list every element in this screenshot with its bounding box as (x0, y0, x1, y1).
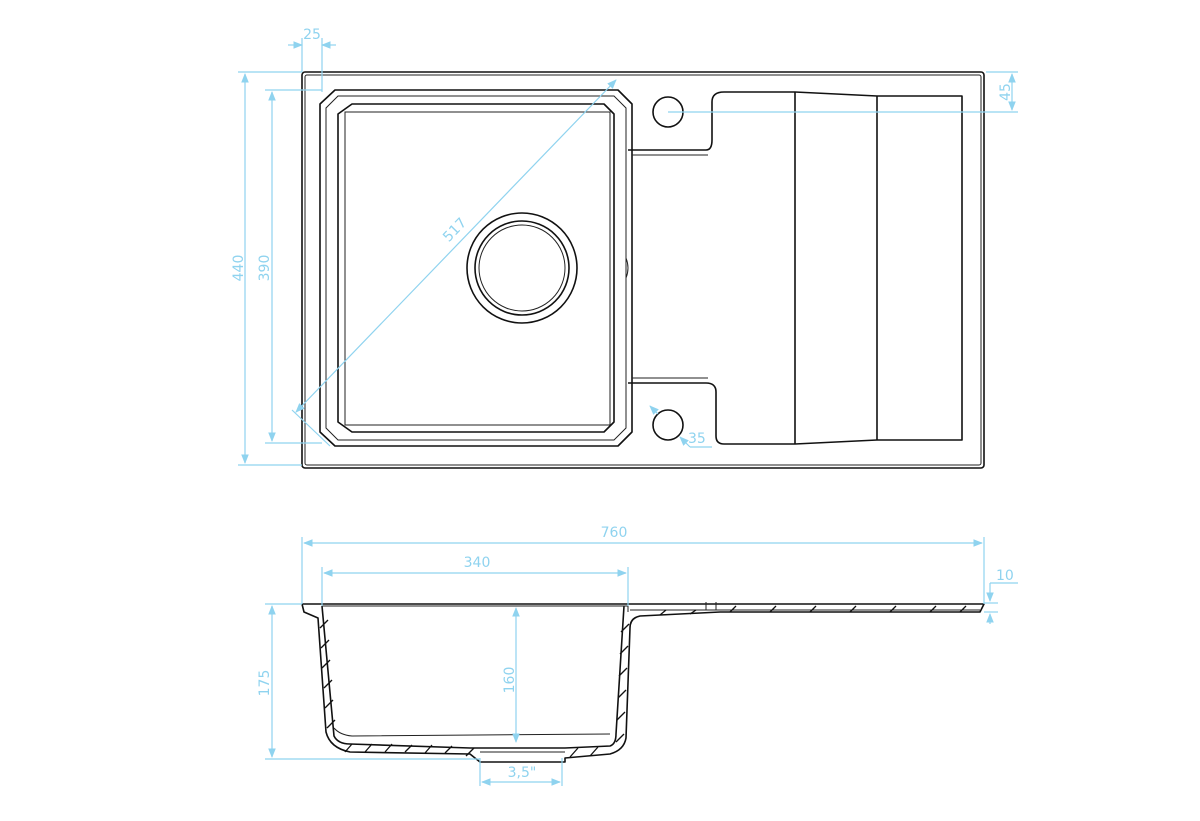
top-view-dimensions: 25 440 390 517 45 35 (231, 27, 1018, 466)
drainboard (628, 91, 963, 445)
dim-total-height: 175 (257, 670, 273, 697)
top-view (301, 71, 985, 469)
dim-flange: 25 (303, 27, 321, 43)
drain-circle (466, 212, 578, 324)
dim-bowl-depth: 390 (257, 255, 273, 282)
section-hatching (319, 605, 967, 758)
side-view-dimensions: 760 340 10 175 160 3,5" (257, 525, 1018, 786)
sink-outline-top (301, 71, 985, 469)
sink-section-outline (301, 603, 985, 763)
dim-drain: 3,5" (508, 765, 537, 781)
tap-hole-bottom (652, 409, 684, 441)
bowl-outer-edge (319, 89, 633, 447)
dim-total-width: 760 (601, 525, 628, 541)
dim-thickness: 10 (996, 568, 1014, 584)
dim-bowl-height: 160 (502, 667, 518, 694)
dim-diagonal: 517 (440, 215, 470, 245)
dim-tap-hole-diameter: 35 (688, 431, 706, 447)
dim-tap-hole-offset: 45 (998, 83, 1014, 101)
dim-bowl-width: 340 (464, 555, 491, 571)
dim-total-depth: 440 (231, 255, 247, 282)
side-view (301, 602, 985, 763)
